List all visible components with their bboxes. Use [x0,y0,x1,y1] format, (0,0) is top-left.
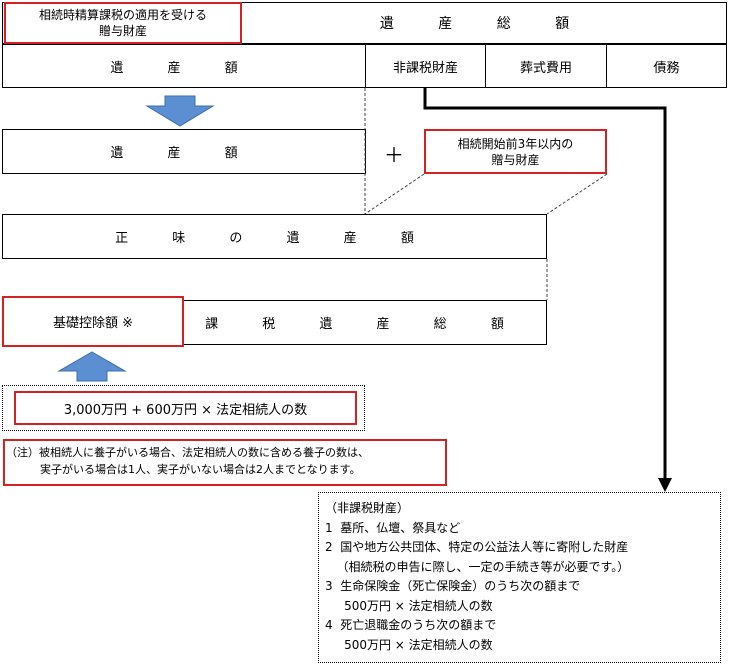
blue-down-arrow-icon [145,95,215,127]
debts-label: 債務 [653,60,680,76]
net-estate-box: 正 味 の 遺 産 額 [2,214,547,259]
basic-deduction-box: 基礎控除額 ※ [2,296,184,347]
note-line-1: （注）被相続人に養子がいる場合、法定相続人の数に含める養子の数は、 [6,446,369,459]
note-line-2: 実子がいる場合は1人、実子がいない場合は2人までとなります。 [40,463,361,476]
gift-settlement-label: 相続時精算課税の適用を受ける 贈与財産 [38,8,207,38]
arrowhead-down-icon [658,478,672,492]
estate-amount-label-2: 遺 産 額 [110,146,258,161]
non-taxable-list-item: 2 国や地方公共団体、特定の公益法人等に寄附した財産 [325,540,629,554]
non-taxable-list-item: 4 死亡退職金のうち次の額まで [325,618,497,632]
dashed-guide-line [364,173,425,215]
basic-deduction-label: 基礎控除額 ※ [52,316,134,331]
estate-total-label: 遺 産 総 額 [379,16,590,32]
formula-frame [2,385,365,431]
non-taxable-box: 非課税財産 [365,44,486,88]
non-taxable-list-item: 1 墓所、仏壇、祭具など [325,520,461,535]
taxable-total-label: 課 税 遺 産 総 額 [205,317,524,332]
estate-amount-label: 遺 産 額 [110,60,258,76]
funeral-label: 葬式費用 [519,60,572,76]
gift-settlement-box: 相続時精算課税の適用を受ける 贈与財産 [4,2,242,44]
formula-box: 3,000万円 + 600万円 × 法定相続人の数 [14,391,357,425]
plus-sign: ＋ [384,143,404,167]
formula-text: 3,000万円 + 600万円 × 法定相続人の数 [63,402,308,418]
estate-amount-box: 遺 産 額 [2,44,366,88]
debts-box: 債務 [606,44,727,88]
note-box: （注）被相続人に養子がいる場合、法定相続人の数に含める養子の数は、 実子がいる場… [3,439,447,486]
blue-up-arrow-icon [57,351,127,382]
funeral-box: 葬式費用 [485,44,607,88]
non-taxable-list-item: 500万円 × 法定相続人の数 [325,637,493,652]
non-taxable-list-item: 3 生命保険金（死亡保険金）のうち次の額まで [325,579,581,593]
non-taxable-label: 非課税財産 [392,60,458,76]
dashed-guide-line [546,173,608,215]
non-taxable-list-item: （相続税の申告に際し、一定の手続き等が必要です。） [325,559,630,574]
non-taxable-list-title: （非課税財産） [325,501,410,515]
gift-3yr-box: 相続開始前3年以内の 贈与財産 [424,129,607,174]
non-taxable-connector [423,88,667,478]
non-taxable-list-box: （非課税財産） 1 墓所、仏壇、祭具など 2 国や地方公共団体、特定の公益法人等… [318,492,721,663]
gift-3yr-label: 相続開始前3年以内の 贈与財産 [457,136,574,167]
estate-amount-box-2: 遺 産 額 [2,129,366,174]
net-estate-label: 正 味 の 遺 産 額 [115,231,434,246]
non-taxable-list-item: 500万円 × 法定相続人の数 [325,598,493,613]
